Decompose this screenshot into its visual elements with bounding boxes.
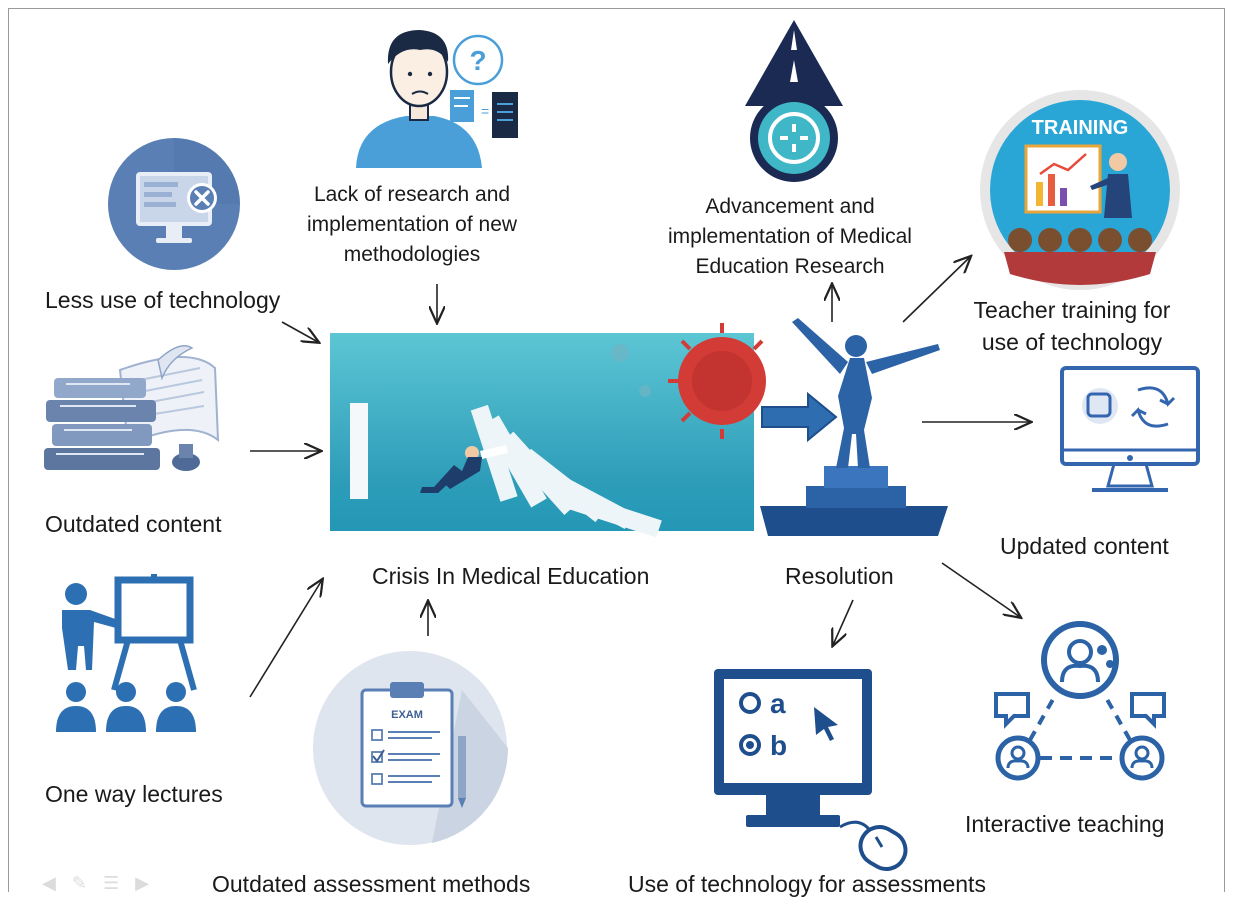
pen-icon[interactable]: ✎: [71, 873, 87, 893]
arrow-tech-assess: [833, 599, 854, 645]
monitor-x-icon: [108, 138, 240, 270]
label-interactive: Interactive teaching: [965, 811, 1165, 837]
confused-person-icon: ? =: [356, 30, 518, 168]
menu-icon[interactable]: ☰: [102, 873, 120, 893]
label-teacher-line2: use of technology: [981, 329, 1163, 355]
arrow-teacher: [902, 257, 970, 323]
label-less-tech: Less use of technology: [45, 287, 281, 313]
slide-nav: ◀ ✎ ☰ ▶: [42, 873, 149, 894]
label-crisis: Crisis In Medical Education: [372, 563, 650, 589]
training-badge-icon: TRAINING: [980, 90, 1180, 290]
back-icon[interactable]: ◀: [42, 873, 56, 893]
forward-icon[interactable]: ▶: [135, 873, 149, 893]
arrow-interactive: [941, 562, 1020, 617]
question-mark: ?: [469, 45, 486, 76]
svg-text:=: =: [481, 103, 489, 119]
label-advancement: Advancement and implementation of Medica…: [640, 192, 940, 282]
label-lack-research-line2: implementation of new: [306, 213, 518, 236]
option-b: b: [770, 730, 787, 761]
label-tech-assessments: Use of technology for assessments: [628, 871, 986, 897]
label-advancement-line3: Education Research: [695, 255, 885, 278]
transition-arrow: [761, 391, 838, 443]
label-lack-research: Lack of research and implementation of n…: [280, 180, 544, 270]
lecture-presenter-icon: [56, 574, 197, 732]
label-one-way: One way lectures: [45, 781, 223, 807]
label-lack-research-line3: methodologies: [343, 243, 481, 266]
online-test-icon: a b: [714, 669, 908, 871]
label-updated-content: Updated content: [1000, 533, 1169, 559]
option-a: a: [770, 688, 786, 719]
interactive-network-icon: [994, 621, 1166, 781]
training-title: TRAINING: [1032, 117, 1129, 139]
arrow-less-tech: [281, 321, 318, 342]
monitor-refresh-icon: [1040, 354, 1212, 522]
road-progress-icon: [745, 20, 843, 182]
label-outdated-content: Outdated content: [45, 511, 222, 537]
label-resolution: Resolution: [785, 563, 894, 589]
exam-label: EXAM: [391, 709, 423, 721]
winner-silhouette: [760, 318, 948, 536]
crisis-illustration: [330, 323, 766, 538]
label-advancement-line1: Advancement and: [705, 195, 875, 218]
exam-clipboard-icon: EXAM: [313, 651, 509, 845]
slide-frame: [8, 8, 1225, 892]
old-books-icon: [44, 345, 220, 471]
label-advancement-line2: implementation of Medical: [668, 225, 912, 248]
arrow-one-way: [249, 580, 322, 698]
label-teacher-training: Teacher training for use of technology: [940, 294, 1204, 358]
label-outdated-assessment: Outdated assessment methods: [212, 871, 531, 897]
label-lack-research-line1: Lack of research and: [313, 183, 511, 206]
label-teacher-line1: Teacher training for: [973, 297, 1171, 323]
